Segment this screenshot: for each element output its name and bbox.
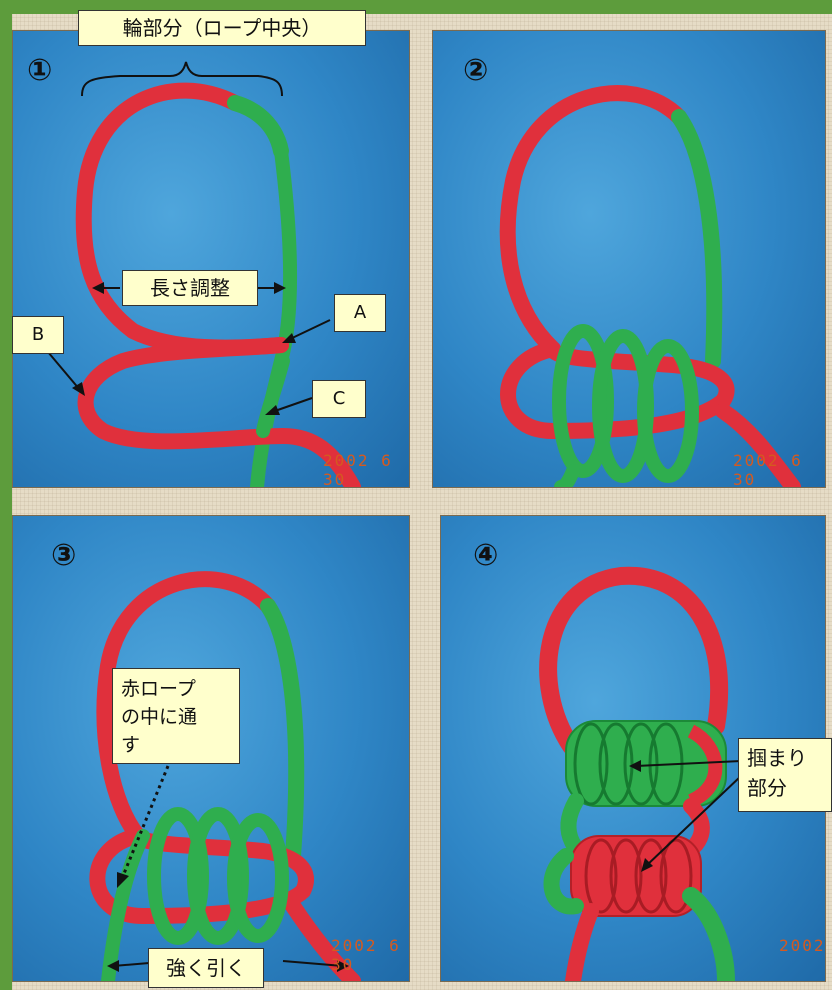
panel-1-rope-illustration bbox=[13, 31, 409, 487]
grip-part-callout: 掴まり 部分 bbox=[738, 738, 832, 812]
label-b-callout: B bbox=[12, 316, 64, 354]
length-adjust-callout: 長さ調整 bbox=[122, 270, 258, 306]
step-number-3: ③ bbox=[51, 538, 76, 573]
date-stamp: 2002 6 30 bbox=[331, 936, 409, 974]
step-number-4: ④ bbox=[473, 538, 498, 573]
panel-step-2: ② 2002 6 30 bbox=[432, 30, 826, 488]
label-a-callout: A bbox=[334, 294, 386, 332]
date-stamp: 2002 bbox=[779, 936, 826, 955]
panel-2-rope-illustration bbox=[433, 31, 825, 487]
label-c-callout: C bbox=[312, 380, 366, 418]
panel-step-1: ① 2002 6 30 bbox=[12, 30, 410, 488]
pass-through-callout: 赤ロープ の中に通 す bbox=[112, 668, 240, 764]
left-green-bar bbox=[0, 0, 12, 990]
loop-part-callout: 輪部分（ロープ中央） bbox=[78, 10, 366, 46]
date-stamp: 2002 6 30 bbox=[323, 451, 409, 488]
date-stamp: 2002 6 30 bbox=[733, 451, 825, 488]
step-number-2: ② bbox=[463, 53, 488, 88]
step-number-1: ① bbox=[27, 53, 52, 88]
pull-hard-callout: 強く引く bbox=[148, 948, 264, 988]
